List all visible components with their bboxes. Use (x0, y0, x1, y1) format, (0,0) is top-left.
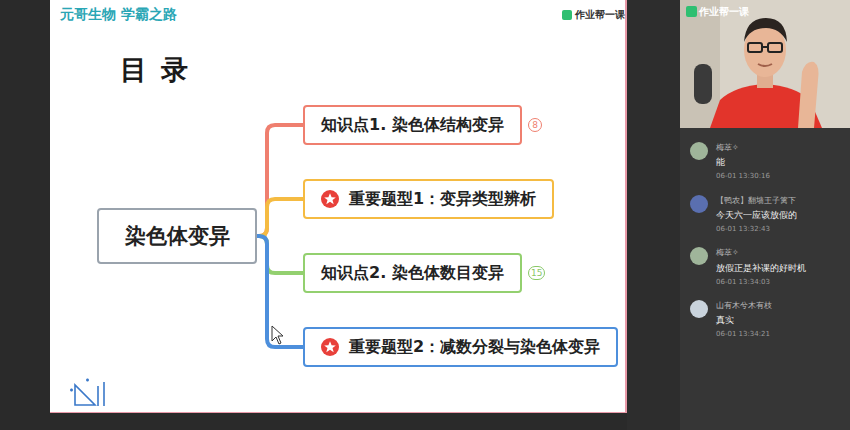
mouse-cursor (272, 326, 283, 344)
glasses-bridge (762, 46, 768, 48)
chat-message: 今天六一应该放假的 (716, 209, 797, 222)
hair (744, 18, 787, 42)
avatar (690, 300, 708, 318)
sparkle (86, 379, 89, 382)
logo-mark (686, 6, 697, 17)
avatar (690, 142, 708, 160)
branch-box: 知识点1. 染色体结构变异 (303, 105, 522, 145)
chat-user: 梅萃✧ (716, 142, 739, 153)
chat-user: 【鸭农】翻墙王子篱下 (716, 195, 796, 206)
node-text: 染色体变异 (125, 222, 230, 250)
chat-user: 梅萃✧ (716, 247, 739, 258)
chat-time: 06-01 13:30:16 (716, 172, 770, 180)
sparkle (70, 389, 73, 392)
chat-user: 山有木兮木有枝 (716, 300, 772, 311)
brand-logo: 作业帮一课 (575, 8, 625, 22)
branch-connector (257, 125, 303, 236)
chat-message: 放假正是补课的好时机 (716, 262, 806, 275)
channel-title: 元哥生物 学霸之路 (60, 6, 177, 24)
mouth (758, 64, 772, 66)
central-topic: 染色体变异 (97, 208, 257, 264)
page-number: 8 (528, 118, 542, 132)
ruler-line (103, 382, 105, 406)
microphone (694, 64, 712, 104)
avatar (690, 247, 708, 265)
branch-connector (257, 236, 303, 273)
raised-hand (798, 62, 819, 128)
connector-line (257, 125, 303, 236)
chat-message: 真实 (716, 314, 734, 327)
node-text: 知识点1. 染色体结构变异 (321, 115, 504, 136)
glasses-right (768, 43, 782, 52)
ruler-line (97, 386, 99, 406)
branch-box: 知识点2. 染色体数目变异 (303, 253, 522, 293)
star-disc (321, 338, 339, 356)
node-text: 重要题型1：变异类型辨析 (349, 189, 536, 210)
triangle-ruler (75, 385, 95, 405)
branch-box: 重要题型1：变异类型辨析 (303, 179, 554, 219)
node-text: 知识点2. 染色体数目变异 (321, 263, 504, 284)
glasses-left (748, 43, 762, 52)
avatar (690, 195, 708, 213)
dark-gap (627, 0, 680, 430)
chat-time: 06-01 13:34:03 (716, 278, 770, 286)
chat-message: 能 (716, 156, 725, 169)
connector-line (257, 236, 303, 273)
brand-watermark: 作业帮一课 (699, 5, 749, 19)
star-shape (324, 193, 336, 204)
wall-shade (680, 0, 720, 128)
branch-connector (257, 199, 303, 236)
branch-box: 重要题型2：减数分裂与染色体变异 (303, 327, 618, 367)
page-number: 15 (528, 266, 545, 280)
branch-connector (257, 236, 303, 347)
webcam-view (680, 0, 850, 128)
star-shape (324, 341, 336, 352)
wall (680, 0, 850, 128)
connector-line (257, 199, 303, 236)
star-disc (321, 190, 339, 208)
star-icon (321, 190, 339, 208)
connector-line (257, 236, 303, 347)
chat-time: 06-01 13:34:21 (716, 330, 770, 338)
logo-mark (562, 10, 572, 20)
chat-time: 06-01 13:32:43 (716, 225, 770, 233)
ruler-icon (70, 379, 104, 407)
slide-title: 目录 (120, 52, 202, 88)
star-icon (321, 338, 339, 356)
node-text: 重要题型2：减数分裂与染色体变异 (349, 337, 600, 358)
